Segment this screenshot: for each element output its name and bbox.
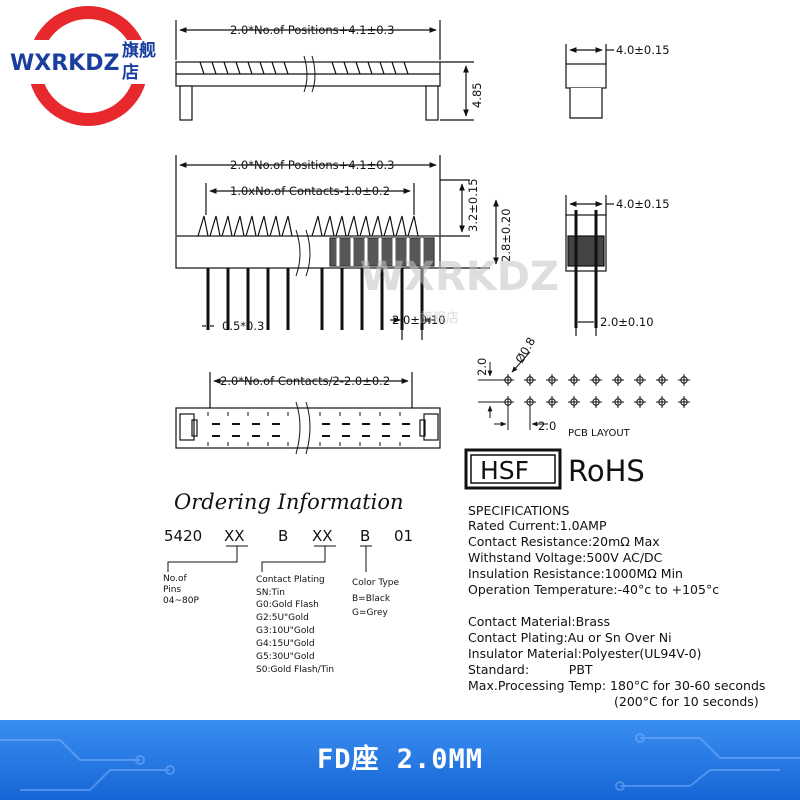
- pcb-layout: [478, 351, 690, 430]
- bottom-banner: FD座 2.0MM: [0, 720, 800, 800]
- ordering-information: Ordering Information 5420 XX B XX B 01 N…: [163, 490, 413, 675]
- pcb-hole-crosshair: [568, 374, 580, 386]
- pcb-hole-crosshair: [524, 374, 536, 386]
- end-width-dim: 4.0±0.15: [616, 43, 670, 57]
- pcb-hole-dia: Ø0.8: [512, 335, 538, 366]
- technical-drawing: WXRKDZ 旗舰 店 2.0*No.of Positions+4.1±0.3 …: [8, 6, 765, 709]
- spec-heading: SPECIFICATIONS: [468, 503, 569, 518]
- pcb-hole-crosshair: [546, 396, 558, 408]
- svg-text:HSF: HSF: [480, 456, 529, 485]
- color-text: Color Type: [352, 578, 399, 588]
- pcb-hole-crosshair: [656, 396, 668, 408]
- spec-line: Contact Resistance:20mΩ Max: [468, 534, 660, 549]
- hsf-badge: HSF: [464, 448, 562, 490]
- spec-line: Withstand Voltage:500V AC/DC: [468, 550, 663, 565]
- spec-line: Insulation Resistance:1000MΩ Min: [468, 566, 683, 581]
- material-line: Standard: PBT: [468, 662, 593, 677]
- side-width-dim: 4.0±0.15: [616, 197, 670, 211]
- watermark: WXRKDZ: [360, 254, 559, 300]
- code-part: XX: [224, 527, 245, 545]
- pcb-hole-crosshair: [590, 396, 602, 408]
- side-pitch-dim: 2.0±0.10: [600, 315, 654, 329]
- bottom-contacts-dim: 2.0*No.of Contacts/2-2.0±0.2: [220, 374, 390, 388]
- code-part: 01: [394, 527, 413, 545]
- store-label-2: 店: [122, 62, 139, 83]
- material-line: Contact Plating:Au or Sn Over Ni: [468, 630, 672, 645]
- front-pitch-dim: 2.0±0.10: [392, 313, 446, 327]
- specifications: SPECIFICATIONS Rated Current:1.0AMP Cont…: [468, 503, 765, 709]
- front-view: [175, 155, 499, 340]
- plating-text: S0:Gold Flash/Tin: [256, 665, 334, 675]
- material-line: Contact Material:Brass: [468, 614, 610, 629]
- front-contacts-dim: 1.0xNo.of Contacts-1.0±0.2: [230, 184, 390, 198]
- banner-title: FD座 2.0MM: [316, 744, 484, 775]
- plating-text: G0:Gold Flash: [256, 600, 319, 610]
- circuit-pattern: [0, 733, 800, 791]
- front-height-lower: 2.8±0.20: [499, 208, 513, 262]
- rohs-badge: RoHS: [568, 454, 645, 488]
- material-line: (200°C for 10 seconds): [614, 694, 759, 709]
- pcb-hole-crosshair: [634, 396, 646, 408]
- end-view-top: [565, 44, 614, 119]
- side-view: [565, 195, 614, 336]
- pcb-hole-crosshair: [590, 374, 602, 386]
- code-part: 5420: [164, 527, 202, 545]
- plating-text: G5:30U"Gold: [256, 652, 315, 662]
- material-line: Max.Processing Temp: 180°C for 30-60 sec…: [468, 678, 765, 693]
- code-part: XX: [312, 527, 333, 545]
- plating-text: G3:10U"Gold: [256, 626, 315, 636]
- spec-line: Operation Temperature:-40°c to +105°c: [468, 582, 719, 597]
- pcb-hole-crosshair: [612, 374, 624, 386]
- pcb-layout-label: PCB LAYOUT: [568, 428, 631, 439]
- brand-name: WXRKDZ: [10, 51, 119, 76]
- top-width-dim: 2.0*No.of Positions+4.1±0.3: [230, 23, 395, 37]
- code-part: B: [360, 527, 370, 545]
- top-height-dim: 4.85: [470, 82, 484, 108]
- pcb-hole-crosshair: [678, 396, 690, 408]
- pcb-hole-crosshair: [612, 396, 624, 408]
- pins-text: Pins: [163, 585, 181, 595]
- spec-line: Rated Current:1.0AMP: [468, 518, 607, 533]
- brand-logo: WXRKDZ 旗舰 店: [8, 6, 156, 126]
- watermark-sub: 旗舰店: [420, 310, 459, 326]
- ordering-title: Ordering Information: [174, 490, 404, 514]
- material-line: Insulator Material:Polyester(UL94V-0): [468, 646, 701, 661]
- plating-text: SN:Tin: [256, 588, 285, 598]
- pcb-row-pitch: 2.0: [475, 358, 489, 376]
- pcb-hole-crosshair: [634, 374, 646, 386]
- code-part: B: [278, 527, 288, 545]
- bottom-view: [175, 372, 441, 455]
- front-width-dim: 2.0*No.of Positions+4.1±0.3: [230, 158, 395, 172]
- color-text: B=Black: [352, 594, 391, 604]
- pcb-hole-crosshair: [568, 396, 580, 408]
- plating-text: G4:15U"Gold: [256, 639, 315, 649]
- front-height-upper: 3.2±0.15: [466, 178, 480, 232]
- pins-text: 04~80P: [163, 596, 199, 606]
- pcb-col-pitch: 2.0: [538, 419, 556, 433]
- pcb-hole-crosshair: [546, 374, 558, 386]
- plating-text: G2:5U"Gold: [256, 613, 309, 623]
- plating-text: Contact Plating: [256, 575, 325, 585]
- color-text: G=Grey: [352, 608, 389, 618]
- pins-text: No.of: [163, 574, 187, 584]
- pcb-hole-crosshair: [678, 374, 690, 386]
- store-label-1: 旗舰: [122, 40, 156, 61]
- top-view: [175, 20, 474, 121]
- front-pin-dim: 0.5*0.3: [222, 319, 264, 333]
- pcb-hole-crosshair: [656, 374, 668, 386]
